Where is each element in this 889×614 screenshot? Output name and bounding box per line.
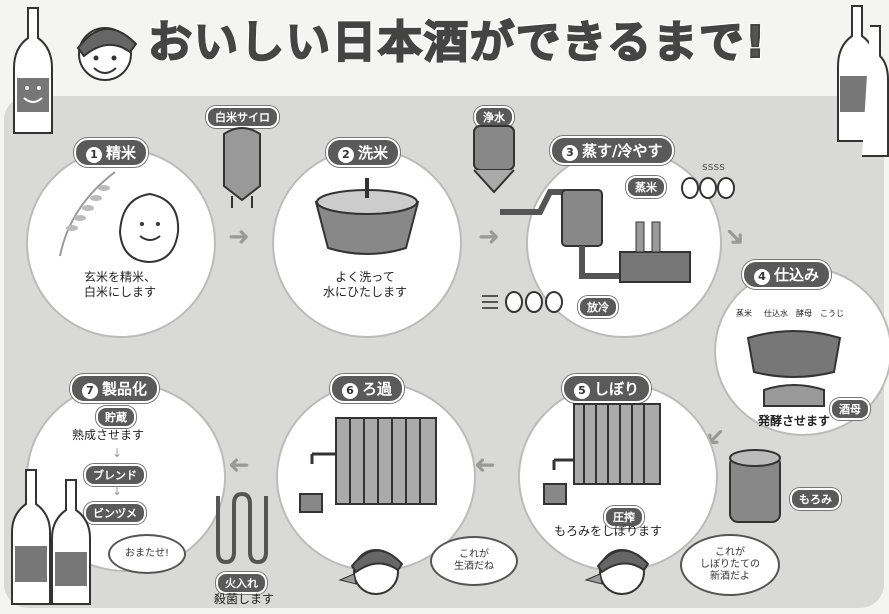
step-5-description: もろみをしぼります [554,524,663,538]
filter-machine-icon [299,417,437,513]
step-4-number: 4 [754,269,770,285]
character-face-1-icon [338,549,404,595]
step-7-name: 製品化 [102,380,148,398]
sake-bottles-bottom-icon [11,469,91,605]
step-6-number: 6 [342,383,358,399]
water-tank-icon [473,125,515,194]
step-2-description: よく洗って 水にひたします [310,270,420,300]
rice-plant-icon [59,171,116,257]
step-1-circle [26,148,216,338]
step-7-arrow-2: ↓ [112,484,123,498]
flow-arrow-6: ➜ [228,450,250,480]
step-3-number: 3 [562,145,578,161]
step-3-name: 蒸す/冷やす [582,142,663,160]
flow-arrow-2: ➜ [478,222,500,252]
namazake-line-2: 生酒だね [454,561,494,572]
step-2-number: 2 [338,147,354,163]
flow-arrow-1: ➜ [228,222,250,252]
bottling-label: ビンヅメ [84,502,146,524]
rice-grain-icon [118,192,180,264]
press-machine-icon [543,403,661,505]
step-1-description: 玄米を精米、 白米にします [70,270,170,300]
step-5-number: 5 [574,383,590,399]
rice-silo-icon [223,127,261,208]
step-7-arrow-1: ↓ [112,446,123,460]
step-2-name: 洗米 [358,144,389,162]
heating-coil-icon [216,491,268,565]
steamed-rice-grains-icon: ssss [681,160,735,199]
step-7-number: 7 [82,383,98,399]
cooling-rice-grains-icon [482,291,563,313]
pasteurize-label: 火入れ [216,572,267,594]
step-2-desc-line-1: よく洗って [335,270,395,284]
press-label: 圧搾 [604,506,644,528]
step-1-name: 精米 [106,144,137,162]
namazake-line-1: これが [459,549,489,560]
step-7-description: 熟成させます [72,428,145,442]
step-4-description: 発酵させます [758,414,831,428]
ingredient-steamed-rice: 蒸米 [736,309,752,318]
mascot-face-icon [76,27,138,81]
shinshu-line-3: 新酒だよ [710,571,750,582]
washing-tank-icon [314,178,420,255]
svg-text:ssss: ssss [702,160,725,173]
page-title: おいしい日本酒ができるまで! [147,16,768,69]
step-5-name: しぼり [594,380,640,398]
fermentation-vat-icon [746,330,842,407]
speech-bubble-kanpai: おまたせ! [108,534,186,574]
character-face-2-icon [584,549,650,595]
step-1-number: 1 [86,147,102,163]
ingredient-yeast: 酵母 [796,309,812,318]
steamer-machine-icon [500,189,691,283]
shinshu-line-2: しぼりたての [700,559,760,570]
water-label: 浄水 [474,106,514,128]
sake-bottles-right-icon [837,5,889,157]
speech-bubble-shinshu: これが しぼりたての 新酒だよ [680,534,780,596]
speech-bubble-namazake: これが 生酒だね [430,536,518,586]
step-6-name: ろ過 [362,380,393,398]
storage-label: 貯蔵 [96,406,136,428]
flow-arrow-5: ➜ [474,450,496,480]
sake-bottle-left-icon [13,7,53,134]
shinshu-line-1: これが [715,547,745,558]
steamed-rice-label: 蒸米 [626,176,666,198]
moromi-tank-icon [729,449,781,523]
silo-label: 白米サイロ [206,106,279,128]
moromi-label: もろみ [790,488,841,510]
pasteurize-description: 殺菌します [214,592,275,606]
blend-label: ブレンド [84,464,146,486]
step-2-desc-line-2: 水にひたします [322,285,407,299]
step-1-desc-line-1: 玄米を精米、 [83,270,156,284]
cooling-label: 放冷 [578,296,618,318]
ingredient-water: 仕込水 [764,309,788,318]
ingredient-koji: こうじ [820,309,844,318]
step-1-desc-line-2: 白米にします [83,285,156,299]
step-4-name: 仕込み [774,266,820,284]
starter-label: 酒母 [830,398,870,420]
